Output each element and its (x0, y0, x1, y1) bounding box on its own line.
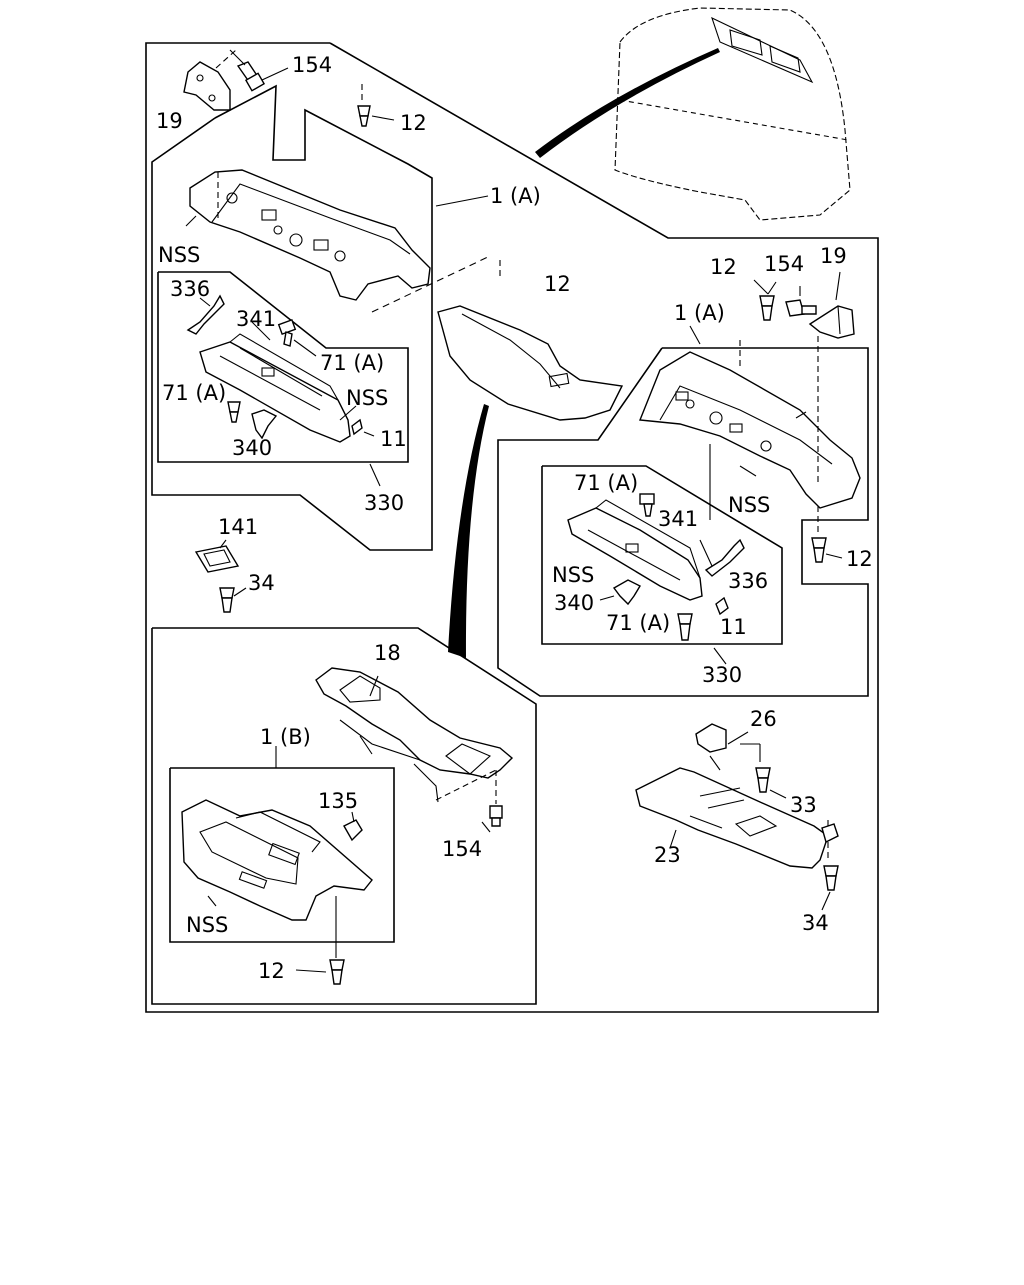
callout-12: 12 (400, 111, 427, 135)
callout-71a: 71 (A) (320, 351, 384, 375)
clip-icon (343, 819, 363, 842)
center-panel (437, 305, 624, 658)
callout-340: 340 (554, 591, 594, 615)
callout-nss: NSS (728, 493, 770, 517)
glove-box-lid (189, 169, 431, 301)
callout-nss: NSS (552, 563, 594, 587)
clip-icon (821, 820, 839, 844)
switch-141 (194, 539, 240, 573)
callout-11: 11 (720, 615, 747, 639)
callout-34: 34 (248, 571, 275, 595)
upper-left-group (151, 49, 501, 551)
glove-box-door (567, 499, 703, 601)
clip-icon (612, 579, 641, 606)
callout-23: 23 (654, 843, 681, 867)
bolt-icon (489, 805, 503, 827)
screw-icon (677, 613, 693, 641)
callout-12: 12 (846, 547, 873, 571)
callout-nss: NSS (346, 386, 388, 410)
callout-12: 12 (710, 255, 737, 279)
clip-icon (186, 294, 225, 335)
callout-330: 330 (702, 663, 742, 687)
callout-71a: 71 (A) (162, 381, 226, 405)
callout-11: 11 (380, 427, 407, 451)
callout-labels: 154 19 12 1 (A) NSS 12 336 341 71 (A) 71… (156, 53, 873, 983)
screw-icon (755, 767, 771, 793)
callout-341: 341 (236, 307, 276, 331)
callout-12: 12 (258, 959, 285, 983)
callout-71a: 71 (A) (606, 611, 670, 635)
inner-group-330-left (157, 271, 409, 487)
screw-icon (759, 295, 775, 321)
clip-icon (251, 409, 278, 440)
bolt-icon (639, 493, 655, 517)
callout-340: 340 (232, 436, 272, 460)
callout-71a: 71 (A) (574, 471, 638, 495)
bracket-18 (315, 667, 514, 803)
right-group (497, 271, 869, 697)
bracket-icon (808, 305, 855, 339)
callout-nss: NSS (186, 913, 228, 937)
screw-icon (811, 537, 827, 563)
callout-154: 154 (442, 837, 482, 861)
callout-33: 33 (790, 793, 817, 817)
callout-336: 336 (170, 277, 210, 301)
screw-icon (823, 865, 839, 891)
screw-icon (357, 105, 371, 127)
lower-left-group (151, 627, 537, 1005)
clip-icon (704, 538, 745, 577)
callout-141: 141 (218, 515, 258, 539)
callout-341: 341 (658, 507, 698, 531)
lower-right-group (635, 723, 839, 911)
outer-frame (145, 42, 879, 1013)
callout-154: 154 (764, 252, 804, 276)
screw-icon (329, 959, 345, 985)
callout-12: 12 (544, 272, 571, 296)
bolt-icon (277, 319, 297, 347)
callout-34: 34 (802, 911, 829, 935)
tray-23 (635, 767, 829, 869)
callout-135: 135 (318, 789, 358, 813)
callout-1a: 1 (A) (490, 184, 541, 208)
vehicle-silhouette (535, 7, 851, 221)
callout-336: 336 (728, 569, 768, 593)
clip-icon (695, 723, 727, 753)
callout-18: 18 (374, 641, 401, 665)
screw-icon (227, 401, 241, 423)
callout-26: 26 (750, 707, 777, 731)
callout-1a: 1 (A) (674, 301, 725, 325)
callout-19: 19 (820, 244, 847, 268)
callout-154: 154 (292, 53, 332, 77)
bracket-icon (183, 61, 231, 111)
callout-330: 330 (364, 491, 404, 515)
callout-1b: 1 (B) (260, 725, 311, 749)
callout-nss: NSS (158, 243, 200, 267)
callout-19: 19 (156, 109, 183, 133)
screw-icon (219, 587, 235, 613)
bolt-icon (236, 61, 266, 92)
glove-box-door (199, 333, 351, 443)
bolt-icon (785, 299, 817, 317)
glove-box-lid (639, 351, 861, 509)
glove-box-1b (181, 799, 373, 921)
